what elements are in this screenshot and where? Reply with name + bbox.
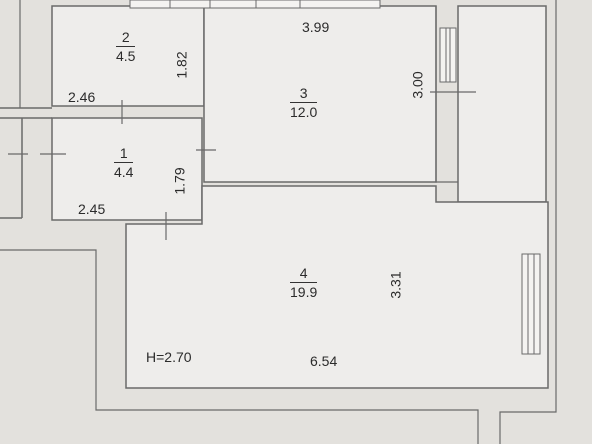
building-walls (0, 5, 549, 389)
room-area: 19.9 (290, 284, 318, 300)
room-1-label: 1 4.4 (114, 146, 134, 180)
dimension-room3-depth: 3.00 (409, 71, 426, 99)
dimension-room3-width: 3.99 (302, 19, 330, 35)
room-4-label: 4 19.9 (290, 266, 318, 300)
windows (129, 0, 541, 355)
dimension-room1-height: 1.79 (171, 167, 188, 195)
dimension-room2-width: 2.46 (68, 89, 96, 105)
dimension-room2-height: 1.82 (173, 51, 190, 79)
room-area: 4.4 (114, 164, 134, 180)
doors (8, 91, 476, 240)
room-number: 2 (116, 30, 136, 47)
ceiling-height: H=2.70 (146, 349, 192, 365)
room-2-label: 2 4.5 (116, 30, 136, 64)
room-area: 4.5 (116, 48, 136, 64)
room-area: 12.0 (290, 104, 318, 120)
room-3-label: 3 12.0 (290, 86, 318, 120)
dimension-room1-width: 2.45 (78, 201, 106, 217)
room-number: 3 (290, 86, 318, 103)
dimension-room4-depth: 3.31 (387, 271, 404, 299)
outer-envelope (0, 0, 557, 444)
room-number: 1 (114, 146, 134, 163)
room-number: 4 (290, 266, 318, 283)
dimension-room4-width: 6.54 (310, 353, 338, 369)
